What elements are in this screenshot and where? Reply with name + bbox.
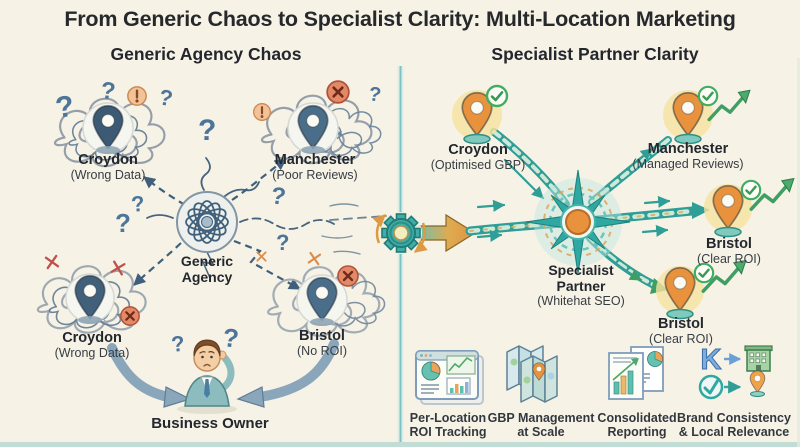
question-mark: ?: [170, 331, 186, 357]
x-mark-icon: [307, 251, 322, 266]
location-bristol-right-1: [704, 176, 796, 238]
exclamation-badge-icon: [126, 85, 148, 107]
feature-line2: Reporting: [607, 425, 667, 440]
feature-line1: Brand Consistency: [677, 411, 791, 425]
location-note: (Clear ROI): [649, 332, 713, 347]
location-name: Bristol: [706, 236, 752, 252]
feature-label-roi-tracking: Per-Location ROI Tracking: [409, 411, 486, 440]
map-pin-icon: [749, 370, 766, 393]
check-badge-icon: [740, 179, 762, 201]
location-manchester-right: [663, 85, 752, 145]
label-manchester-left: Manchester (Poor Reviews): [272, 152, 357, 182]
x-mark-icon: [256, 251, 267, 262]
location-name: Croydon: [62, 330, 122, 346]
feature-line2: ROI Tracking: [409, 425, 487, 440]
location-bristol-left: [256, 251, 386, 337]
gear-icon: [372, 212, 428, 254]
location-note: (No ROI): [297, 344, 347, 359]
right-edge-strip: [797, 58, 800, 447]
feature-label-gbp-management: GBP Management at Scale: [488, 411, 595, 440]
transition-arrow: [415, 213, 477, 253]
check-badge-icon: [485, 84, 509, 108]
owner-arrows: [107, 339, 339, 408]
feature-line1: GBP Management: [487, 411, 595, 425]
dashboard-icon: [415, 350, 484, 405]
hub-name-line2: Agency: [181, 268, 233, 285]
exclamation-badge-icon: [252, 102, 272, 122]
location-note: (Wrong Data): [70, 168, 146, 183]
label-bristol-right-1: Bristol (Clear ROI): [697, 236, 761, 266]
question-mark: ?: [157, 84, 175, 111]
question-mark: ?: [99, 77, 116, 105]
location-manchester-left: [252, 79, 382, 165]
brand-letter: K: [701, 344, 722, 376]
question-mark: ?: [130, 191, 146, 217]
x-mark-icon: [44, 254, 60, 270]
chaos-rays: [146, 157, 387, 279]
label-croydon-left-top: Croydon (Wrong Data): [71, 152, 146, 182]
location-note: (Clear ROI): [697, 252, 761, 267]
feature-line2: at Scale: [517, 425, 565, 440]
check-badge-icon: [697, 85, 719, 107]
question-mark: ?: [367, 83, 382, 106]
location-name: Croydon: [448, 142, 508, 158]
question-mark: ?: [269, 182, 287, 211]
question-mark: ?: [115, 208, 131, 238]
brand-icon: K: [698, 344, 773, 400]
location-name: Bristol: [299, 328, 345, 344]
x-badge-icon: [325, 79, 351, 105]
hub-name-line2: Partner: [556, 277, 606, 294]
feature-line2: & Local Relevance: [678, 425, 790, 440]
location-croydon-right: [452, 84, 509, 145]
generic-agency-hub: [176, 191, 238, 253]
left-heading: Generic Agency Chaos: [110, 44, 302, 64]
question-mark: ?: [221, 322, 240, 353]
location-note: (Wrong Data): [54, 346, 130, 361]
feature-label-consolidated-reporting: Consolidated Reporting: [597, 411, 676, 440]
check-badge-icon: [693, 262, 715, 284]
question-marks: ? ? ? ? ? ? ? ? ? ? ?: [53, 77, 382, 357]
hub-name-line1: Generic: [180, 253, 234, 269]
label-bristol-left: Bristol (No ROI): [297, 328, 347, 358]
label-croydon-left-bottom: Croydon (Wrong Data): [55, 330, 130, 360]
label-bristol-right-2: Bristol (Clear ROI): [649, 316, 713, 346]
report-icon: [608, 346, 664, 400]
location-name: Croydon: [78, 152, 138, 168]
specialist-hub-burst: [525, 169, 631, 275]
location-name: Manchester: [647, 141, 729, 157]
location-name: Manchester: [274, 152, 356, 168]
label-business-owner: Business Owner: [151, 415, 269, 432]
maps-icon: [506, 345, 558, 403]
right-heading: Specialist Partner Clarity: [491, 44, 699, 64]
location-croydon-left-bottom: [36, 254, 147, 334]
feature-label-brand-consistency: Brand Consistency & Local Relevance: [677, 411, 791, 440]
label-croydon-right: Croydon (Optimised GBP): [431, 142, 525, 172]
label-specialist-partner: Specialist Partner (Whitehat SEO): [537, 262, 625, 309]
location-bristol-right-2: [656, 258, 748, 320]
feature-line1: Per-Location: [409, 411, 487, 425]
chaos-arrows: [133, 158, 302, 290]
main-title: From Generic Chaos to Specialist Clarity…: [64, 7, 736, 31]
bottom-edge-strip: [0, 442, 800, 447]
location-croydon-left-top: [53, 85, 166, 168]
question-mark: ?: [53, 90, 76, 125]
label-manchester-right: Manchester (Managed Reviews): [632, 141, 743, 171]
label-generic-agency: Generic Agency: [180, 253, 234, 285]
x-badge-icon: [119, 305, 141, 327]
business-owner-figure: [177, 339, 237, 414]
location-note: (Optimised GBP): [430, 158, 526, 173]
hub-note: (Whitehat SEO): [537, 294, 625, 309]
feature-line1: Consolidated: [597, 411, 677, 425]
hub-name-line1: Specialist: [548, 262, 614, 278]
location-name: Bristol: [658, 316, 704, 332]
question-mark: ?: [276, 230, 289, 255]
question-mark: ?: [198, 114, 216, 147]
x-badge-icon: [336, 264, 360, 288]
location-note: (Managed Reviews): [632, 157, 744, 172]
location-note: (Poor Reviews): [272, 168, 358, 183]
